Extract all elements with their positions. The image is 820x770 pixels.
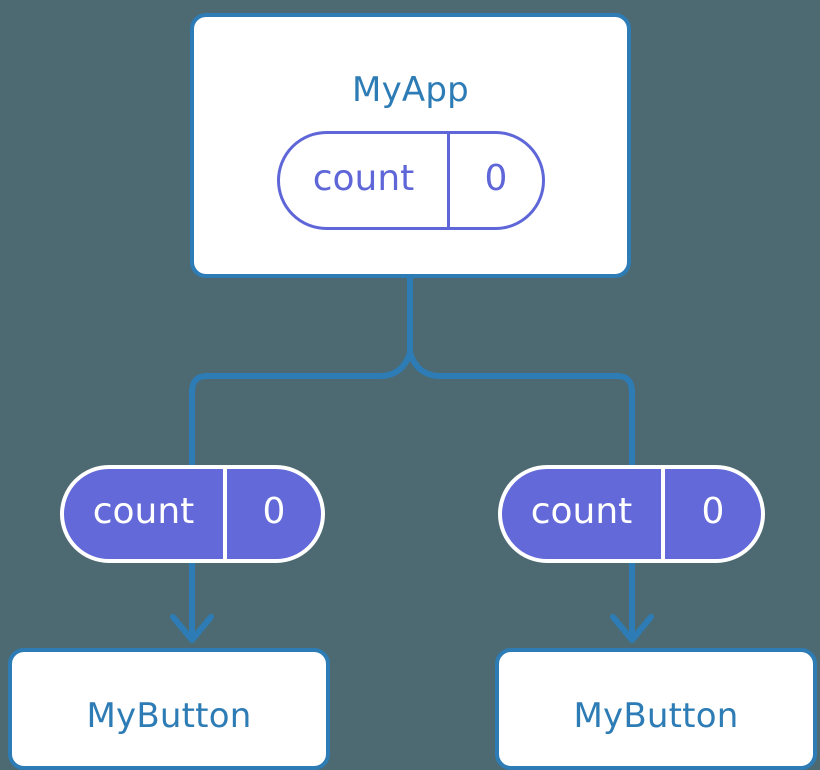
state-pill-value: 0 — [262, 491, 286, 532]
node-mybutton-left[interactable]: MyButton — [8, 648, 330, 770]
myapp-title: MyApp — [352, 70, 469, 110]
state-pill-value: 0 — [484, 157, 508, 199]
state-pill-key: count — [280, 134, 450, 227]
mybutton-title: MyButton — [573, 696, 739, 736]
arrow-head-left-icon — [170, 614, 214, 643]
state-pill-right[interactable]: count 0 — [498, 465, 765, 563]
connector-branch-right — [407, 350, 635, 473]
mybutton-title: MyButton — [86, 696, 252, 736]
state-pill-value: 0 — [701, 491, 725, 532]
connector-branch-left — [189, 350, 413, 473]
arrow-head-right-icon — [610, 614, 654, 643]
state-pill-key: count — [64, 469, 227, 559]
state-pill-myapp[interactable]: count 0 — [277, 131, 545, 230]
state-pill-left[interactable]: count 0 — [60, 465, 325, 563]
state-pill-key: count — [502, 469, 665, 559]
node-mybutton-right[interactable]: MyButton — [495, 648, 817, 770]
